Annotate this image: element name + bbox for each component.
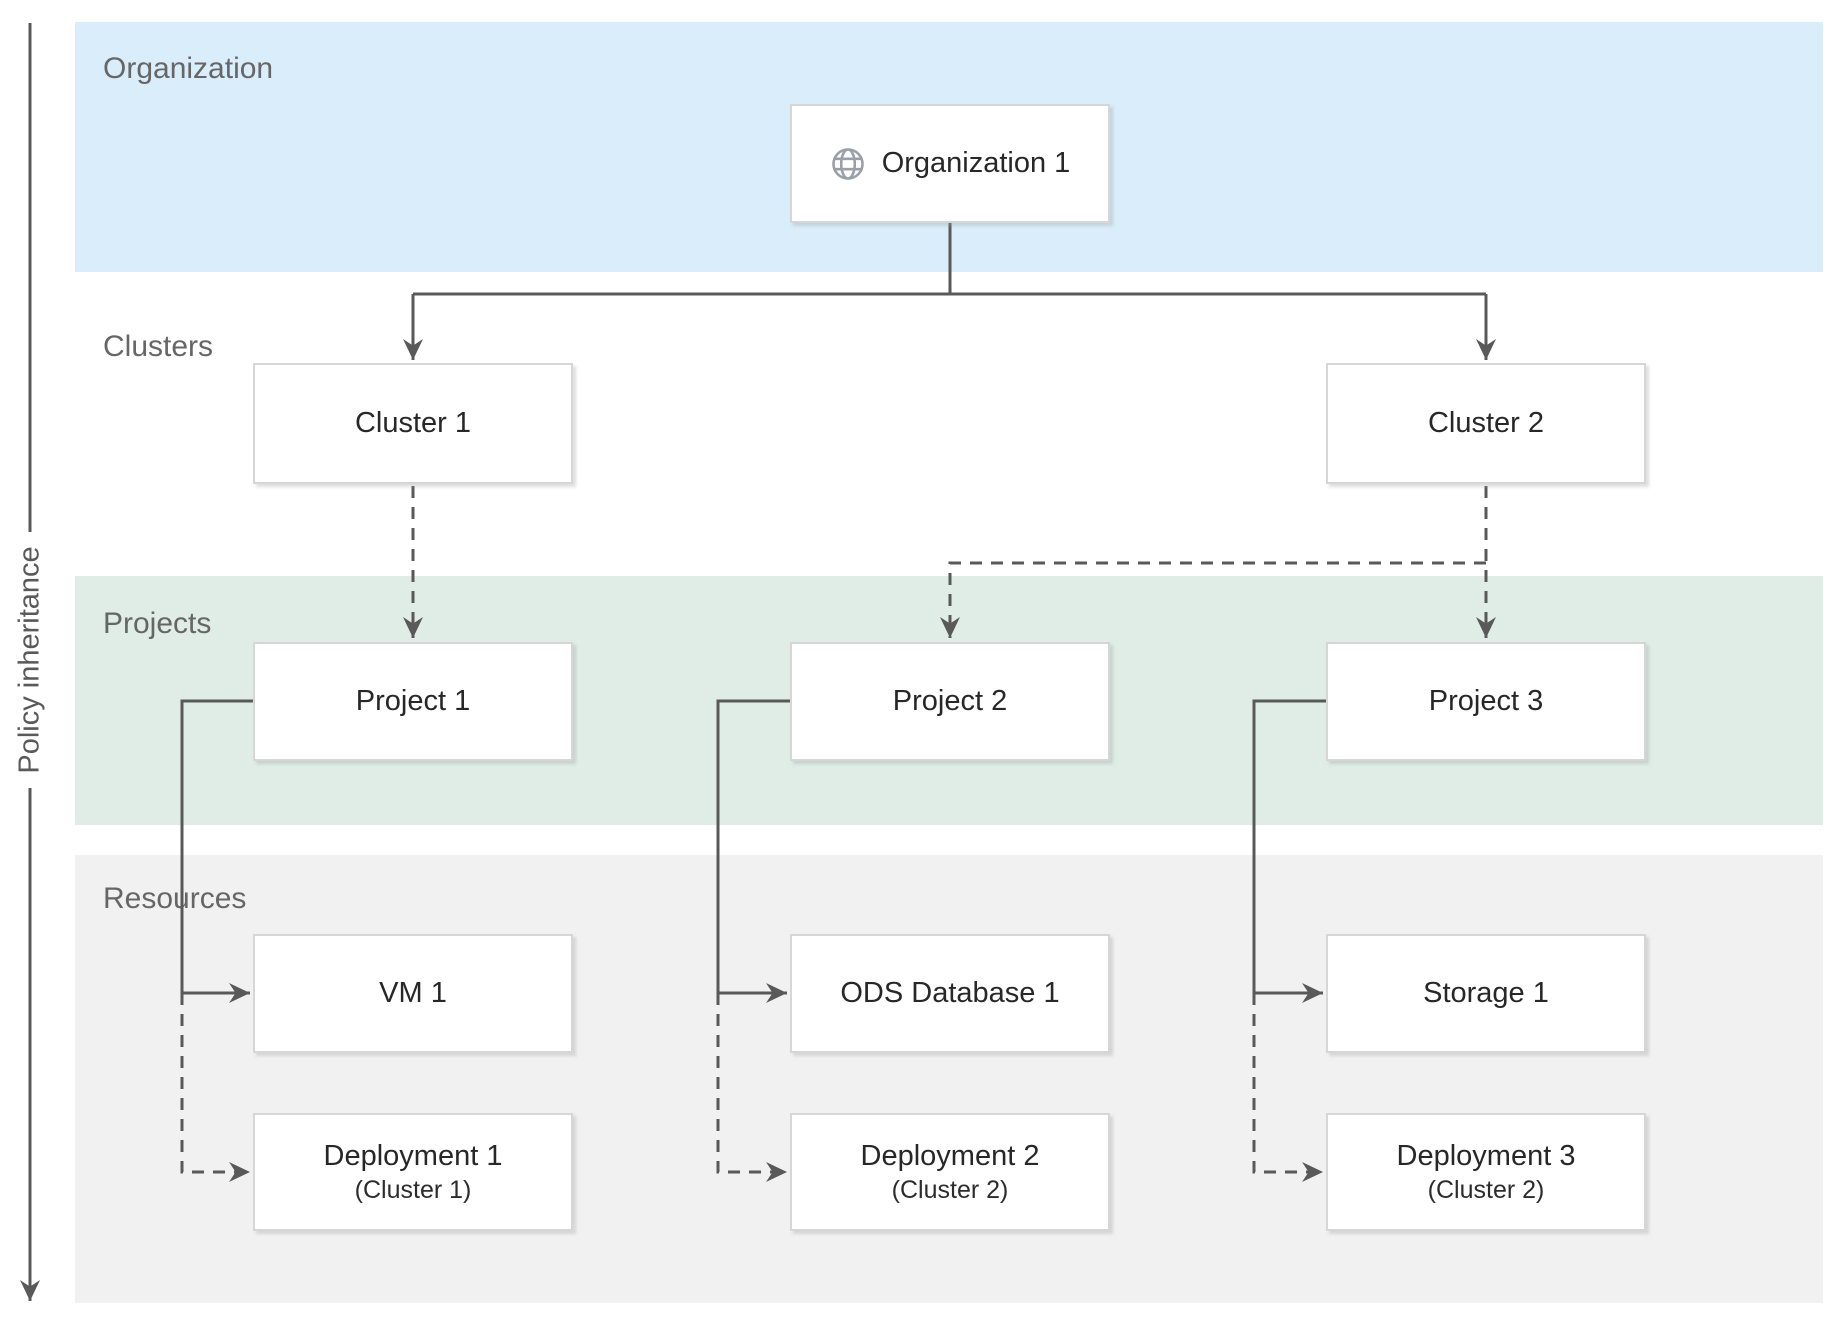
node-sublabel-deployment1: (Cluster 1): [354, 1176, 472, 1205]
node-sublabel-deployment3: (Cluster 2): [1427, 1176, 1545, 1205]
node-label-deployment2: Deployment 2: [860, 1139, 1040, 1172]
node-cluster1: Cluster 1: [253, 363, 573, 484]
node-vm1: VM 1: [253, 934, 573, 1053]
globe-icon: [831, 147, 864, 180]
node-deployment1: Deployment 1 (Cluster 1): [253, 1113, 573, 1231]
node-project2: Project 2: [790, 642, 1110, 761]
node-label-project3: Project 3: [1428, 685, 1544, 718]
node-cluster2: Cluster 2: [1326, 363, 1646, 484]
node-project3: Project 3: [1326, 642, 1646, 761]
node-ods-database1: ODS Database 1: [790, 934, 1110, 1053]
node-label-cluster1: Cluster 1: [354, 407, 472, 440]
node-label-project1: Project 1: [355, 685, 471, 718]
band-label-resources: Resources: [103, 882, 247, 915]
node-label-organization1: Organization 1: [881, 147, 1071, 180]
node-deployment3: Deployment 3 (Cluster 2): [1326, 1113, 1646, 1231]
policy-inheritance-axis-label: Policy inheritance: [13, 546, 46, 774]
node-storage1: Storage 1: [1326, 934, 1646, 1053]
band-label-clusters: Clusters: [103, 330, 214, 363]
node-label-ods-database1: ODS Database 1: [840, 977, 1060, 1010]
node-label-storage1: Storage 1: [1423, 977, 1549, 1010]
band-label-organization: Organization: [103, 52, 274, 85]
node-deployment2: Deployment 2 (Cluster 2): [790, 1113, 1110, 1231]
node-label-deployment3: Deployment 3: [1396, 1139, 1576, 1172]
node-sublabel-deployment2: (Cluster 2): [891, 1176, 1009, 1205]
band-resources: [75, 855, 1823, 1303]
band-label-projects: Projects: [103, 607, 212, 640]
node-project1: Project 1: [253, 642, 573, 761]
node-label-vm1: VM 1: [379, 977, 447, 1010]
node-label-deployment1: Deployment 1: [323, 1139, 503, 1172]
node-label-project2: Project 2: [892, 685, 1008, 718]
node-label-cluster2: Cluster 2: [1427, 407, 1545, 440]
node-organization1: Organization 1: [790, 104, 1110, 223]
